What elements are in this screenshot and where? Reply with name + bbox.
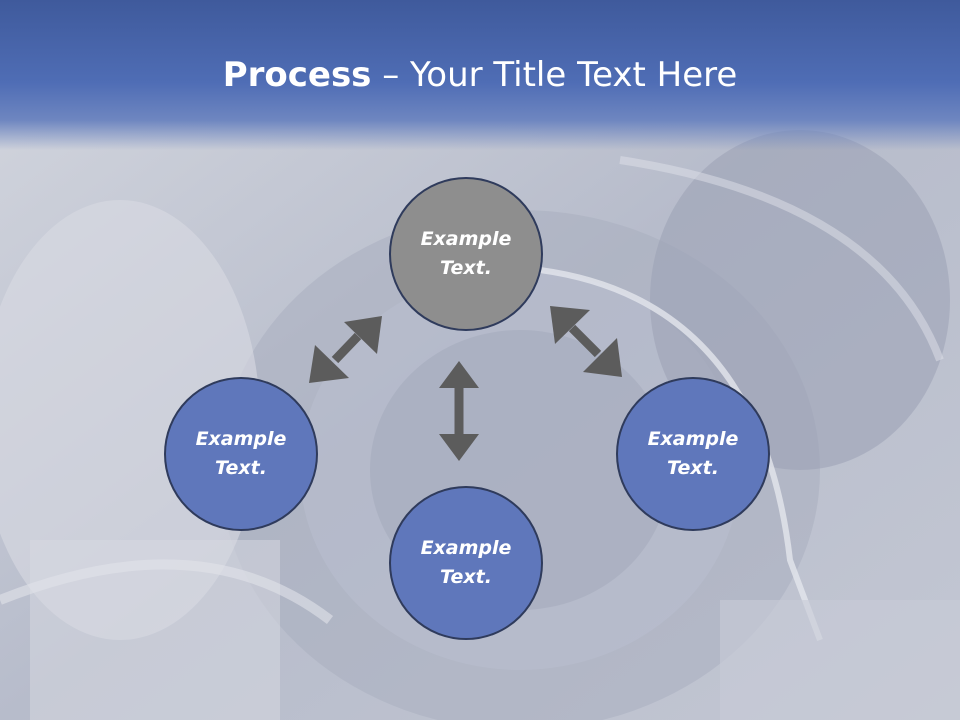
slide-title[interactable]: Process – Your Title Text Here bbox=[0, 53, 960, 97]
bottom-step-circle[interactable]: Example Text. bbox=[389, 486, 543, 640]
center-step-circle[interactable]: Example Text. bbox=[389, 177, 543, 331]
right-step-text: Example Text. bbox=[647, 428, 739, 479]
title-bar: Process – Your Title Text Here bbox=[0, 0, 960, 150]
left-step-circle[interactable]: Example Text. bbox=[164, 377, 318, 531]
right-step-circle[interactable]: Example Text. bbox=[616, 377, 770, 531]
bottom-step-text: Example Text. bbox=[420, 537, 512, 588]
left-step-text: Example Text. bbox=[195, 428, 287, 479]
title-rest-part: – Your Title Text Here bbox=[371, 55, 738, 95]
title-bold-part: Process bbox=[222, 55, 372, 95]
center-step-text: Example Text. bbox=[420, 228, 512, 279]
